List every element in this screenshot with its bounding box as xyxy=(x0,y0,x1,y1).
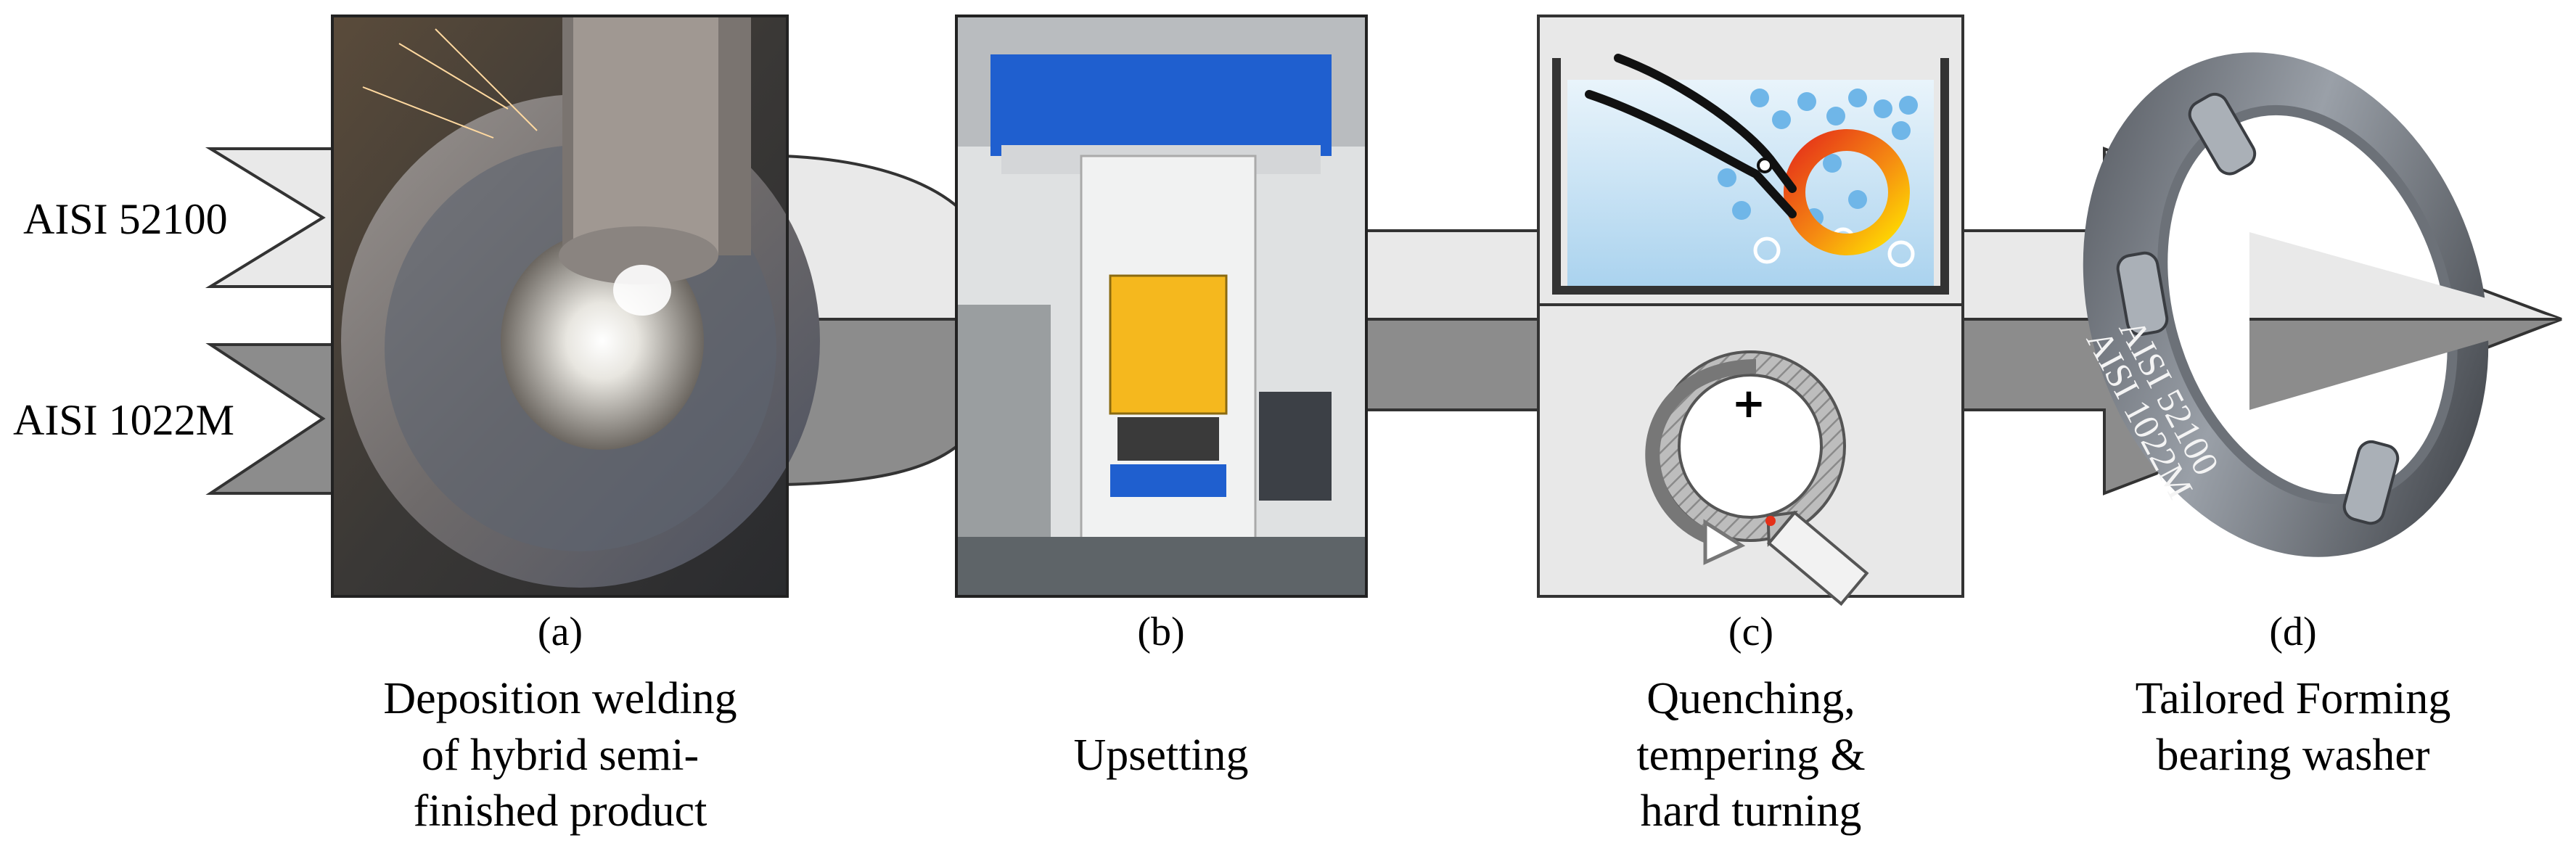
step-b-letter: (b) xyxy=(1137,609,1185,654)
aisi-52100-input-arrow xyxy=(205,147,339,288)
step-c-caption-line: hard turning xyxy=(1640,786,1862,836)
aisi-52100-label: AISI 52100 xyxy=(23,195,228,243)
step-c-caption-line: tempering & xyxy=(1636,730,1866,780)
step-a-caption-line: of hybrid semi- xyxy=(421,730,700,780)
step-d-letter: (d) xyxy=(2269,609,2317,654)
rotation-arrow-icon xyxy=(1645,359,1757,548)
step-b-caption: Upsetting xyxy=(943,728,1379,784)
hard-turning-schematic: + xyxy=(1645,350,1869,607)
input-arrows xyxy=(205,147,339,495)
step-a-caption-line: finished product xyxy=(413,786,707,836)
aisi-1022m-label: AISI 1022M xyxy=(13,396,235,444)
quench-and-turning-schematic: + xyxy=(1537,15,1964,607)
step-b-caption-line: Upsetting xyxy=(1073,731,1249,780)
quench-tank xyxy=(1552,54,1949,295)
semi-finished-body xyxy=(782,154,970,487)
step-a-caption-line: Deposition welding xyxy=(383,674,737,723)
step-a-caption: Deposition welding of hybrid semi- finis… xyxy=(306,671,814,840)
aisi-1022m-input-arrow xyxy=(205,343,339,495)
press-photo xyxy=(955,15,1368,598)
tongs-icon xyxy=(1585,54,1797,218)
bearing-washer-photo xyxy=(2083,52,2561,557)
step-d-caption-line: Tailored Forming xyxy=(2135,674,2451,723)
step-c-letter: (c) xyxy=(1728,609,1774,654)
step-c-caption: Quenching, tempering & hard turning xyxy=(1533,671,1969,840)
step-c-caption-line: Quenching, xyxy=(1646,674,1855,723)
step-d-caption-line: bearing washer xyxy=(2156,730,2430,780)
cutting-tool-icon xyxy=(1766,510,1869,607)
welding-photo xyxy=(331,15,820,598)
svg-text:+: + xyxy=(1732,380,1766,427)
step-a-letter: (a) xyxy=(537,609,583,654)
step-d-caption: Tailored Forming bearing washer xyxy=(2039,671,2547,784)
